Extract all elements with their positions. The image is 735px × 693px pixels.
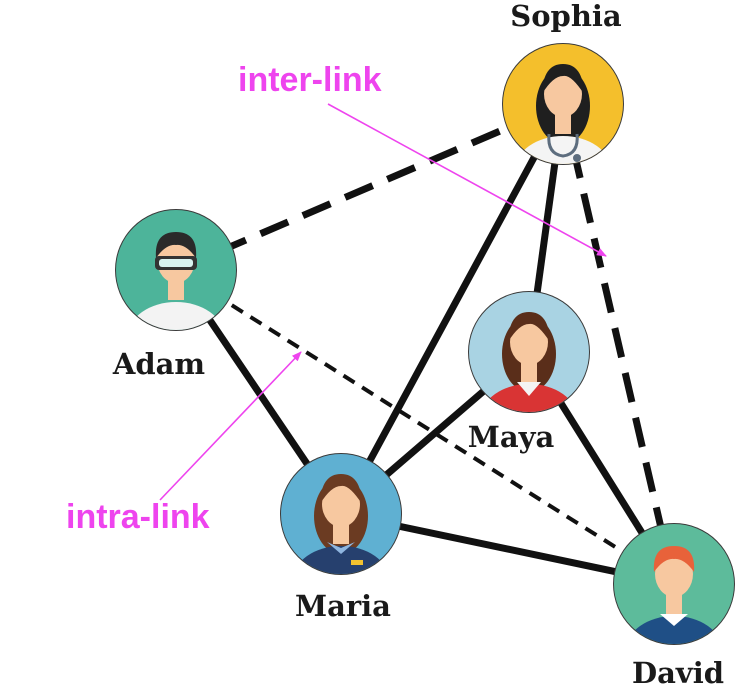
node-david[interactable]	[613, 523, 735, 684]
node-sophia[interactable]	[502, 43, 624, 204]
node-label-sophia: Sophia	[510, 0, 622, 33]
inter-link-arrow	[327, 103, 607, 257]
labels-layer: Sophia Adam Maya Maria David inter-link …	[66, 0, 724, 690]
nodes-layer	[115, 43, 735, 684]
node-label-maria: Maria	[295, 589, 391, 623]
doctor-avatar-icon	[515, 64, 611, 164]
edge-adam-sophia	[174, 100, 565, 274]
edge-sophia-david	[559, 103, 678, 585]
node-label-david: David	[632, 656, 724, 690]
edge-sophia-maria	[337, 102, 567, 516]
edges-layer	[173, 100, 678, 588]
node-label-maya: Maya	[468, 420, 555, 454]
engineer-avatar-icon	[128, 232, 224, 330]
node-maria[interactable]	[280, 453, 402, 614]
annotation-arrows-layer	[159, 103, 607, 501]
inter-link-label: inter-link	[238, 61, 382, 99]
flight-attendant-avatar-icon	[293, 474, 389, 574]
man-avatar-icon	[626, 546, 722, 644]
node-adam[interactable]	[115, 209, 237, 370]
woman-avatar-icon	[481, 312, 577, 412]
intra-link-arrow	[159, 351, 302, 501]
node-maya[interactable]	[468, 291, 590, 452]
edge-adam-david	[174, 268, 676, 586]
intra-link-label: intra-link	[66, 498, 210, 536]
node-label-adam: Adam	[112, 347, 206, 381]
